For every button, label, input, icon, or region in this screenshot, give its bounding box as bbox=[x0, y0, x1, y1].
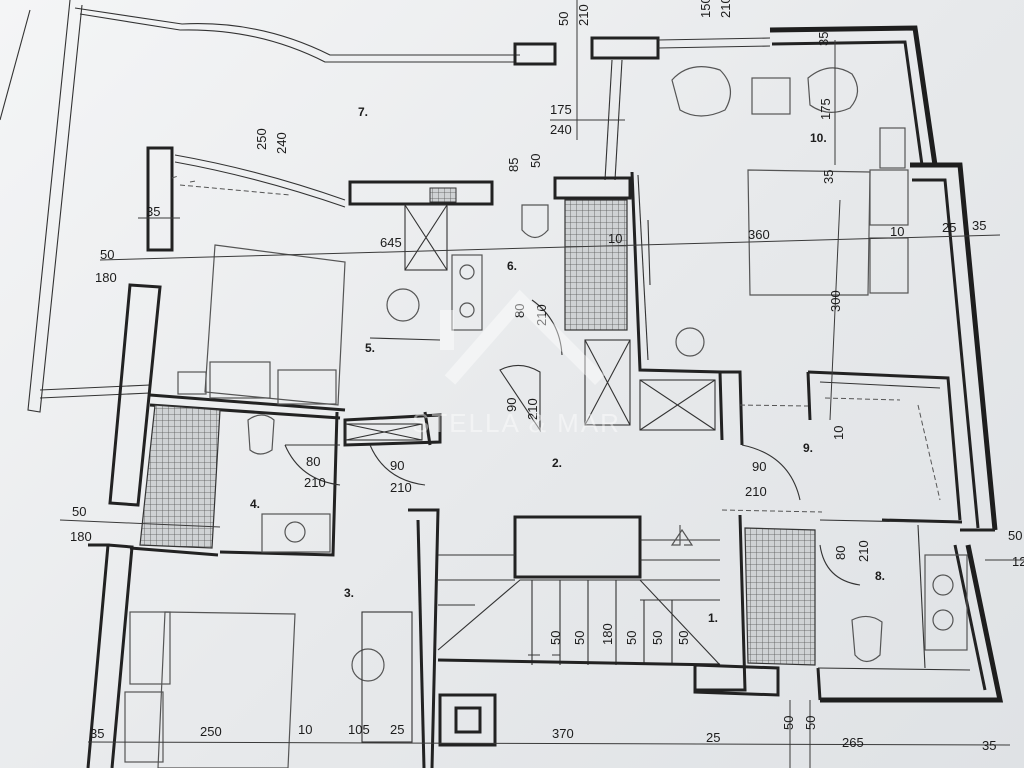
watermark-text: STELLA & MAR bbox=[412, 408, 621, 438]
dim-label: 80 bbox=[833, 546, 848, 560]
stair-dim-label: 50 bbox=[624, 631, 639, 645]
dim-label: 35 bbox=[821, 170, 836, 184]
dim-label: 90 bbox=[390, 458, 404, 473]
room-label: 5. bbox=[365, 341, 375, 355]
dim-label: 180 bbox=[70, 529, 92, 544]
dim-label: 50 bbox=[803, 716, 818, 730]
dim-label: 210 bbox=[856, 540, 871, 562]
dim-label: 10 bbox=[831, 426, 846, 440]
dim-label: 240 bbox=[274, 132, 289, 154]
room-label: 3. bbox=[344, 586, 354, 600]
dim-label: 10 bbox=[890, 224, 904, 239]
staircase bbox=[437, 515, 721, 667]
room-label: 7. bbox=[358, 105, 368, 119]
dimension-labels: 50 210 150 210 35 250 240 85 50 175 240 … bbox=[70, 0, 1024, 753]
dim-label: 175 bbox=[550, 102, 572, 117]
terrace-boundary bbox=[27, 0, 520, 413]
dim-label: 85 bbox=[506, 158, 521, 172]
dim-label: 210 bbox=[576, 4, 591, 26]
dim-label: 50 bbox=[556, 12, 571, 26]
door-swings bbox=[284, 299, 861, 586]
watermark: STELLA & MAR bbox=[412, 289, 621, 438]
room-label: 10. bbox=[810, 131, 827, 145]
dim-label: 250 bbox=[200, 724, 222, 739]
dim-label: 300 bbox=[828, 290, 843, 312]
dim-label: 645 bbox=[380, 235, 402, 250]
dim-label: 10 bbox=[608, 231, 622, 246]
dim-label: 150 bbox=[698, 0, 713, 18]
facade-openings bbox=[171, 175, 823, 513]
dim-label: 210 bbox=[745, 484, 767, 499]
dim-label: 50 bbox=[72, 504, 86, 519]
dim-label: 35 bbox=[90, 726, 104, 741]
stair-dim-label: 180 bbox=[600, 623, 615, 645]
interior-walls bbox=[129, 171, 971, 768]
room-label: 1. bbox=[708, 611, 718, 625]
dim-label: 370 bbox=[552, 726, 574, 741]
dim-label: 175 bbox=[818, 98, 833, 120]
dim-label: 25 bbox=[942, 220, 956, 235]
dim-label: 210 bbox=[534, 304, 549, 326]
dim-label: 90 bbox=[504, 398, 519, 412]
dim-label: 25 bbox=[706, 730, 720, 745]
room-label: 2. bbox=[552, 456, 562, 470]
dim-label: 25 bbox=[390, 722, 404, 737]
dim-label: 360 bbox=[748, 227, 770, 242]
dim-label: 12 bbox=[1012, 554, 1024, 569]
stair-dim-label: 50 bbox=[548, 631, 563, 645]
dim-label: 80 bbox=[306, 454, 320, 469]
room-label: 8. bbox=[875, 569, 885, 583]
dim-label: 240 bbox=[550, 122, 572, 137]
dim-label: 210 bbox=[525, 398, 540, 420]
dim-label: 35 bbox=[972, 218, 986, 233]
dim-label: 210 bbox=[304, 475, 326, 490]
dim-label: 210 bbox=[718, 0, 733, 18]
tiled-areas bbox=[139, 199, 816, 666]
service-shafts bbox=[345, 204, 716, 747]
room-label: 9. bbox=[803, 441, 813, 455]
dim-label: 10 bbox=[298, 722, 312, 737]
dim-label: 50 bbox=[100, 247, 114, 262]
stair-dim-label: 50 bbox=[650, 631, 665, 645]
dim-label: 90 bbox=[752, 459, 766, 474]
outer-walls bbox=[86, 25, 1004, 768]
dim-label: 35 bbox=[982, 738, 996, 753]
dim-label: 250 bbox=[254, 128, 269, 150]
dim-label: 210 bbox=[390, 480, 412, 495]
dim-label: 265 bbox=[842, 735, 864, 750]
dimension-lines bbox=[59, 0, 1024, 768]
room-label: 6. bbox=[507, 259, 517, 273]
room-label: 4. bbox=[250, 497, 260, 511]
stair-dim-label: 50 bbox=[676, 631, 691, 645]
dim-label: 80 bbox=[512, 304, 527, 318]
dim-label: 35 bbox=[816, 32, 831, 46]
dim-label: 50 bbox=[1008, 528, 1022, 543]
dim-label: 105 bbox=[348, 722, 370, 737]
sheet-edge-line bbox=[0, 9, 31, 121]
stair-dim-label: 50 bbox=[572, 631, 587, 645]
dim-label: 50 bbox=[781, 716, 796, 730]
dim-label: 180 bbox=[95, 270, 117, 285]
dim-label: 35 bbox=[146, 204, 160, 219]
furniture bbox=[124, 66, 968, 768]
dim-label: 50 bbox=[528, 154, 543, 168]
